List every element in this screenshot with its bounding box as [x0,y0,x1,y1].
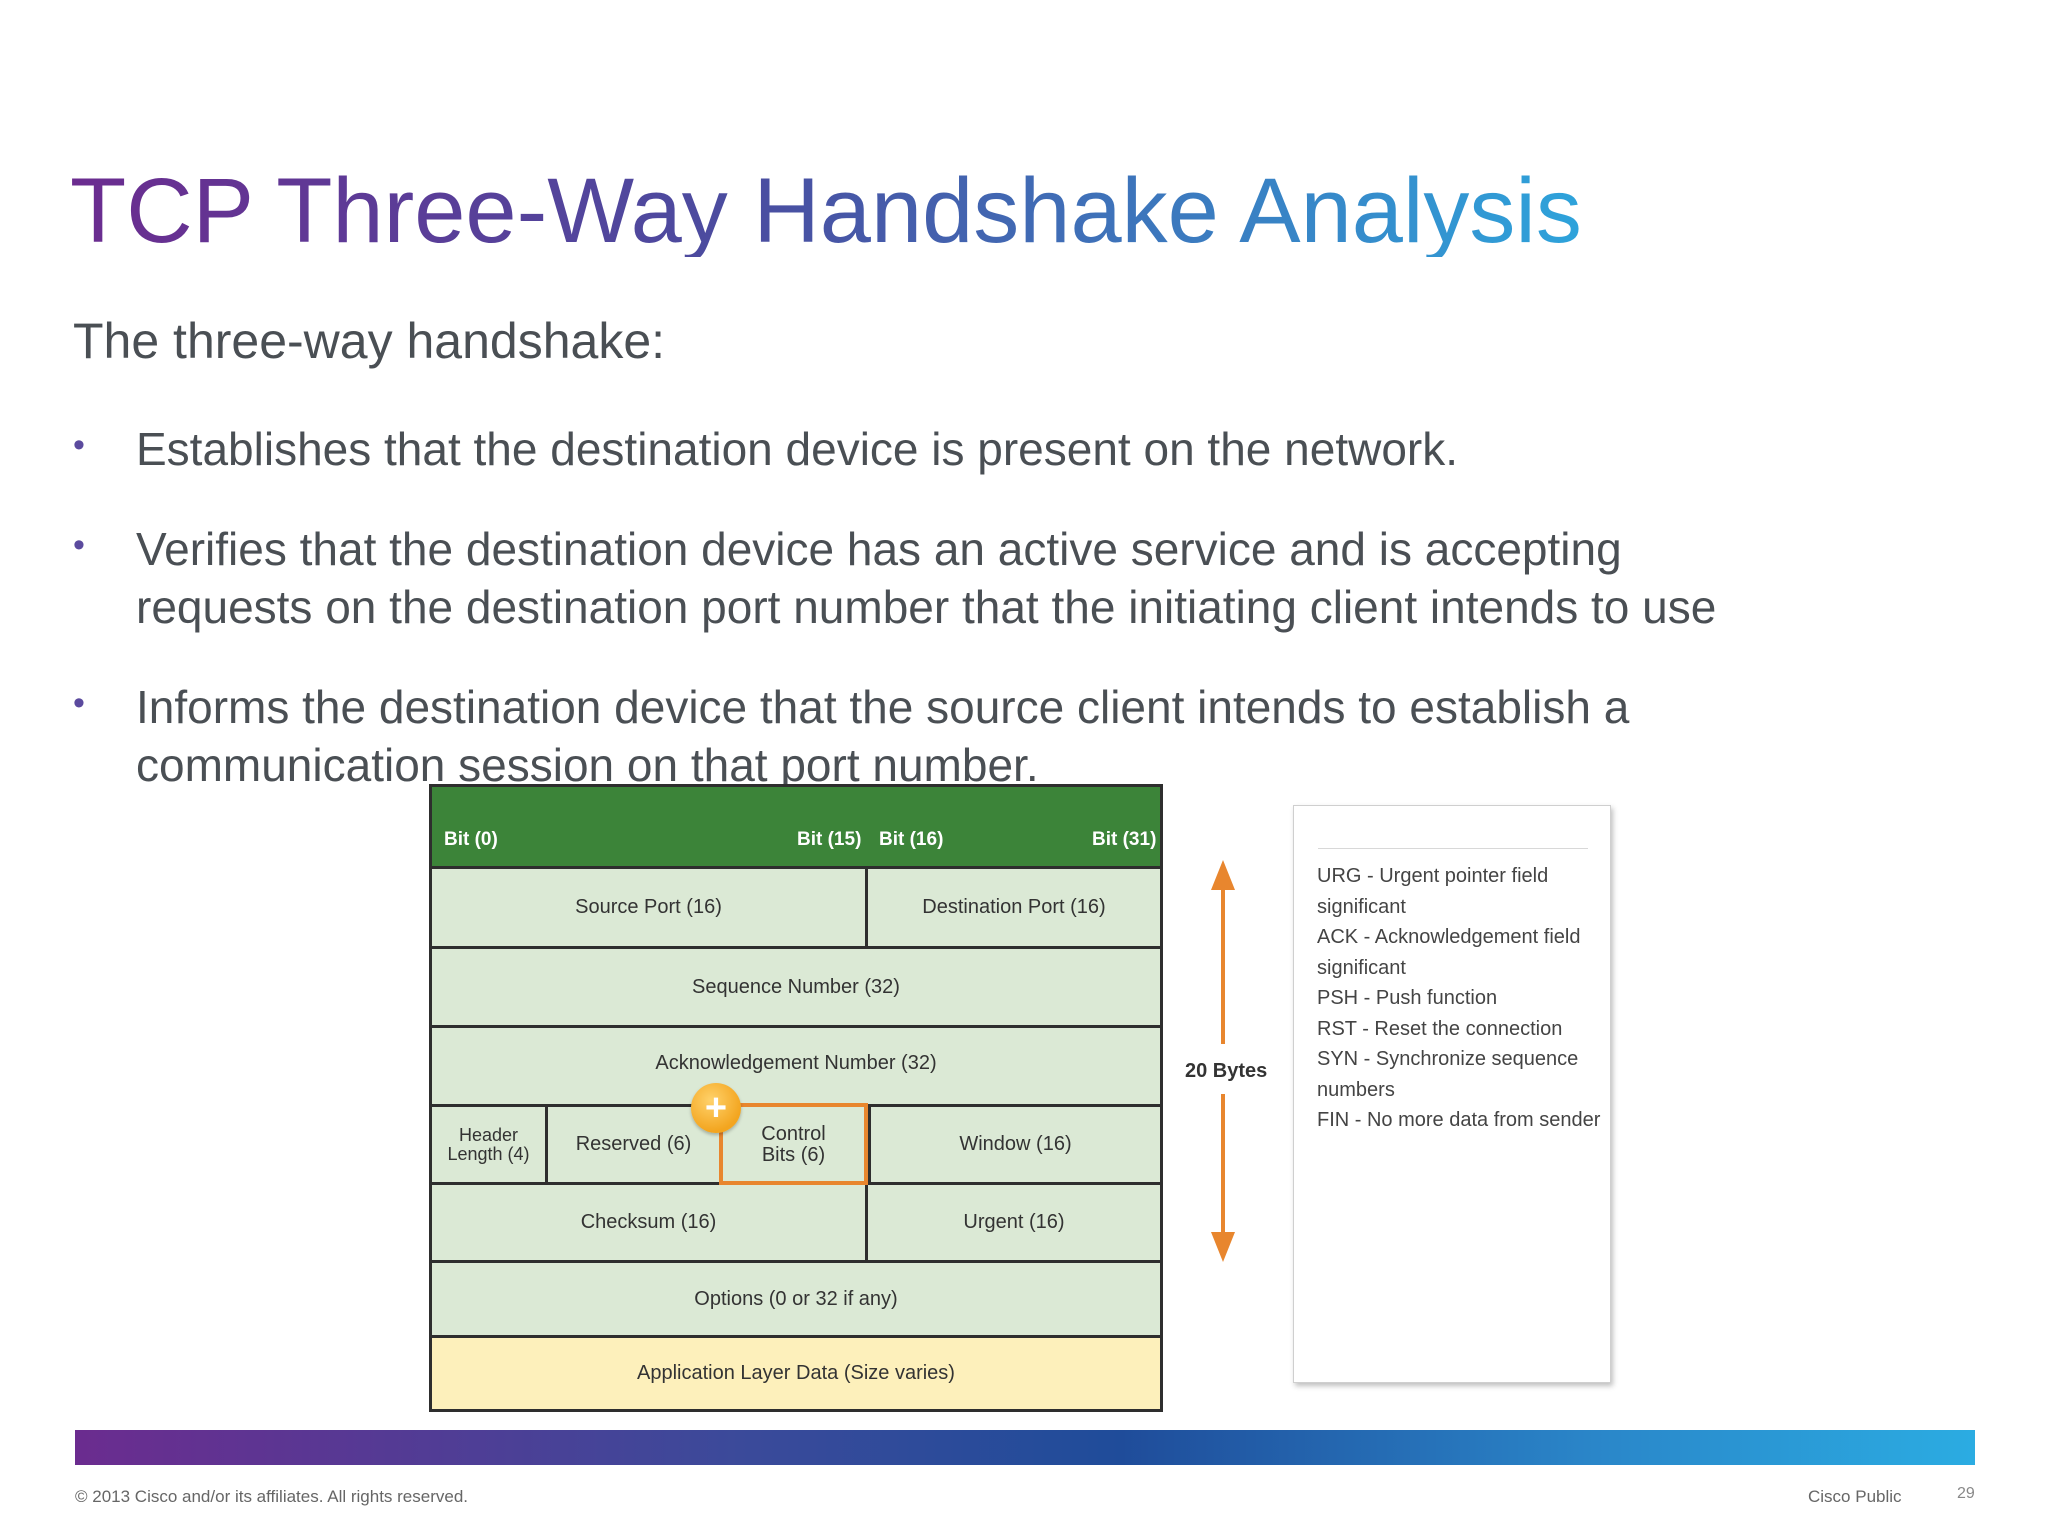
double-arrow-icon [1211,860,1235,1262]
classification-text: Cisco Public [1808,1487,1902,1506]
acknowledgement-number-field: Acknowledgement Number (32) [655,1051,937,1074]
checksum-row: Checksum (16) Urgent (16) [432,1185,1160,1263]
footer-gradient-bar [75,1430,1975,1465]
flag-list: URG - Urgent pointer field significant A… [1317,861,1602,1136]
flag-item: RST - Reset the connection [1317,1017,1563,1040]
port-row: Source Port (16) Destination Port (16) [432,869,1160,949]
flag-item: FIN - No more data from sender [1317,1109,1601,1131]
flag-item: ACK - Acknowledgement field significant [1317,926,1581,979]
page-number: 29 [1957,1485,1975,1502]
legend-divider [1318,848,1588,849]
options-row: Options (0 or 32 if any) [432,1263,1160,1338]
slide-title: TCP Three-Way Handshake Analysis [70,160,1582,262]
ack-row: Acknowledgement Number (32) [432,1028,1160,1107]
checksum-field: Checksum (16) [432,1185,868,1260]
control-bits-field: Control Bits (6) [761,1122,826,1166]
copyright-text: © 2013 Cisco and/or its affiliates. All … [75,1487,469,1506]
bit-label: Bit (16) [879,829,944,850]
control-flags-legend: URG - Urgent pointer field significant A… [1293,805,1611,1383]
control-bits-highlight [719,1103,868,1185]
plus-icon[interactable]: + [691,1083,741,1133]
source-port-field: Source Port (16) [432,869,868,946]
sequence-row: Sequence Number (32) [432,949,1160,1028]
flag-item: SYN - Synchronize sequence numbers [1317,1048,1579,1101]
bit-label: Bit (15) [797,829,862,850]
intro-text: The three-way handshake: [73,313,666,369]
sequence-number-field: Sequence Number (32) [692,975,900,998]
window-field: Window (16) [868,1107,1160,1182]
reserved-field: Reserved (6) [575,1133,692,1155]
urgent-field: Urgent (16) [963,1211,1065,1233]
application-data-row: Application Layer Data (Size varies) [432,1338,1160,1409]
destination-port-field: Destination Port (16) [922,896,1106,918]
bullet-dot-icon: • [73,426,85,464]
application-data-field: Application Layer Data (Size varies) [637,1362,955,1384]
bullet-text: Informs the destination device that the … [136,681,1630,791]
bullet-text: Establishes that the destination device … [136,423,1459,475]
bit-label: Bit (0) [444,829,498,850]
bit-label: Bit (31) [1092,829,1157,850]
flag-item: URG - Urgent pointer field significant [1317,865,1549,918]
bullet-dot-icon: • [73,526,85,564]
bit-header-row: Bit (0) Bit (15) Bit (16) Bit (31) [432,787,1160,869]
bullet-text: Verifies that the destination device has… [136,523,1717,633]
tcp-header-diagram: Bit (0) Bit (15) Bit (16) Bit (31) Sourc… [429,784,1163,1412]
bullet-dot-icon: • [73,684,85,722]
header-size-label: 20 Bytes [1185,1060,1268,1082]
header-length-field: Header Length (4) [432,1107,548,1182]
flag-item: PSH - Push function [1317,987,1498,1009]
options-field: Options (0 or 32 if any) [694,1287,898,1310]
